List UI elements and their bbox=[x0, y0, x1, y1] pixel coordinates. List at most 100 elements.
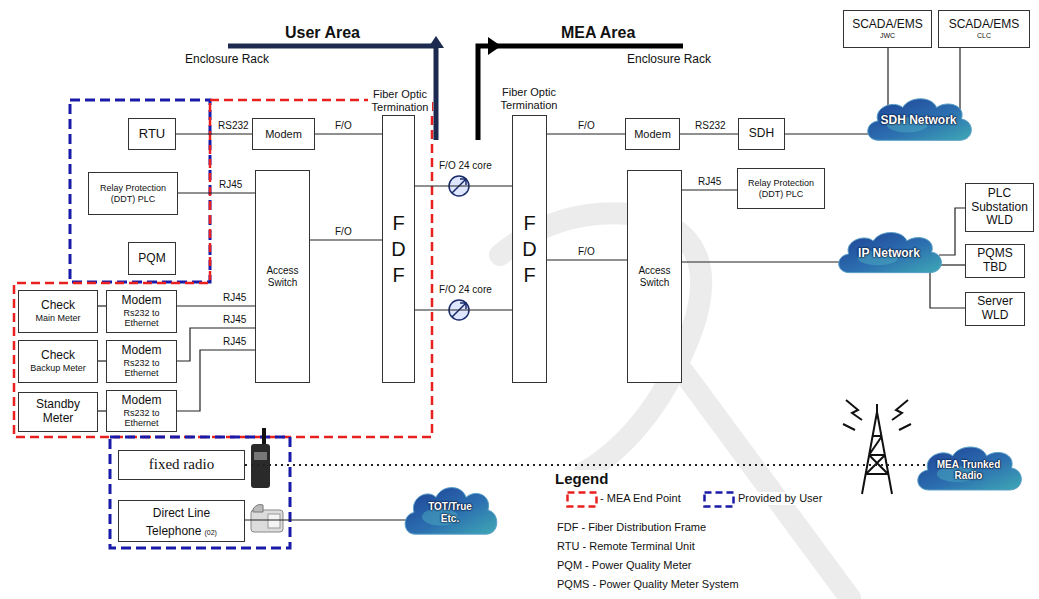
edge-label: F/O 24 core bbox=[438, 160, 493, 172]
phone-icon bbox=[268, 514, 280, 528]
cloud-shape bbox=[839, 233, 942, 273]
connector-line bbox=[939, 264, 965, 265]
node-text: Access Switch bbox=[632, 265, 677, 288]
node-text: Direct Line Telephone bbox=[146, 506, 210, 538]
node-text: Check bbox=[41, 349, 75, 363]
signal-bolt bbox=[843, 400, 911, 430]
switch-box: Access Switch bbox=[255, 170, 310, 383]
connector-line bbox=[177, 305, 255, 306]
node-text: Check bbox=[41, 299, 75, 313]
device-box: Relay Protection (DDT) PLC bbox=[737, 168, 825, 209]
node-text: Modem bbox=[265, 128, 302, 141]
meter-box: Standby Meter bbox=[18, 392, 98, 432]
connector-line bbox=[177, 328, 255, 361]
heading-label: User Area bbox=[285, 24, 360, 42]
connector-line bbox=[680, 133, 738, 134]
system-box: SCADA/EMSJWC bbox=[843, 10, 932, 48]
node-subtext: Main Meter bbox=[35, 313, 80, 323]
mea-endpoint-region bbox=[14, 100, 432, 437]
device-box: RTU bbox=[128, 118, 176, 150]
node-text: Relay Protection (DDT) PLC bbox=[93, 183, 173, 204]
edge-label: RJ45 bbox=[222, 292, 247, 304]
connector-line bbox=[310, 239, 382, 240]
network-cloud: MEA Trunked Radio bbox=[912, 440, 1025, 500]
node-text: fixed radio bbox=[149, 456, 214, 473]
area-arrowhead bbox=[488, 37, 501, 55]
switch-box: Access Switch bbox=[627, 170, 682, 383]
edge-label: F/O bbox=[577, 246, 596, 258]
radio-tower bbox=[862, 404, 892, 494]
connector-line bbox=[98, 360, 106, 361]
cloud-shape bbox=[868, 99, 972, 141]
radio-icon bbox=[251, 444, 270, 488]
legend-swatch bbox=[566, 491, 598, 508]
phone-icon bbox=[251, 510, 283, 532]
legend-swatch bbox=[703, 491, 735, 508]
text-label: Fiber Optic Termination bbox=[497, 86, 561, 111]
legend-text: - MEA End Point bbox=[600, 492, 681, 505]
node-subtext: CLC bbox=[977, 32, 991, 40]
connector-line bbox=[315, 133, 382, 134]
connector-line bbox=[415, 185, 512, 186]
connector-line bbox=[178, 192, 255, 193]
text-label: Enclosure Rack bbox=[185, 53, 269, 67]
system-box: PQMS TBD bbox=[965, 244, 1025, 278]
modem-box: ModemRs232 to Ethernet bbox=[106, 390, 177, 432]
node-text: Access Switch bbox=[260, 265, 305, 288]
connector-line bbox=[547, 133, 625, 134]
connector-line bbox=[98, 305, 106, 306]
connector-line bbox=[682, 189, 737, 190]
radio-icon bbox=[254, 452, 267, 460]
fdf-box: F D F bbox=[512, 115, 547, 383]
system-box: PLC Substation WLD bbox=[965, 183, 1034, 232]
node-text: SDH bbox=[749, 127, 774, 141]
connector-line bbox=[98, 410, 106, 411]
node-text: Modem bbox=[634, 128, 671, 141]
radio-icon bbox=[262, 428, 266, 446]
system-box: Server WLD bbox=[965, 292, 1025, 326]
phone-icon bbox=[253, 505, 263, 513]
text-label: Fiber Optic Termination bbox=[368, 88, 432, 113]
node-text: MEA Trunked Radio bbox=[931, 459, 1006, 482]
system-box: SCADA/EMSCLC bbox=[938, 10, 1030, 48]
meter-box: CheckBackup Meter bbox=[18, 340, 98, 383]
node-text: PQMS TBD bbox=[973, 247, 1017, 275]
node-text: SCADA/EMS bbox=[852, 18, 923, 32]
text-label: Enclosure Rack bbox=[627, 53, 711, 67]
connector-line bbox=[959, 48, 960, 112]
network-cloud: SDH Network bbox=[862, 92, 975, 150]
modem-box: Modem bbox=[252, 118, 315, 150]
user-region bbox=[70, 100, 210, 282]
legend-text: PQM - Power Quality Meter bbox=[557, 559, 691, 572]
sdh-box: SDH bbox=[738, 118, 785, 150]
edge-label: RJ45 bbox=[218, 179, 243, 191]
cloud-shape bbox=[918, 447, 1022, 490]
radio-link bbox=[245, 464, 928, 466]
node-text: SCADA/EMS bbox=[949, 18, 1020, 32]
connector-line bbox=[682, 261, 841, 262]
area-arrowhead bbox=[428, 36, 444, 48]
node-text: Modem bbox=[121, 294, 161, 308]
legend-swatch bbox=[705, 493, 734, 507]
connector-line bbox=[547, 259, 627, 260]
connector-line bbox=[177, 350, 255, 411]
connector-line bbox=[930, 270, 965, 308]
connector-line bbox=[415, 309, 512, 310]
node-subtext: Rs232 to Ethernet bbox=[111, 358, 172, 379]
legend-text: PQMS - Power Quality Meter System bbox=[557, 578, 739, 591]
device-box: PQM bbox=[128, 242, 176, 275]
edge-label: F/O bbox=[577, 120, 596, 132]
modem-box: ModemRs232 to Ethernet bbox=[106, 290, 177, 333]
edge-label: RJ45 bbox=[697, 176, 722, 188]
node-subtext: (02) bbox=[204, 529, 216, 536]
edge-label: RS232 bbox=[217, 120, 250, 132]
connector-line bbox=[176, 133, 252, 134]
fdf-box: F D F bbox=[382, 115, 415, 383]
legend-text: FDF - Fiber Distribution Frame bbox=[557, 521, 706, 534]
device-box: Relay Protection (DDT) PLC bbox=[88, 172, 178, 215]
node-text: PQM bbox=[138, 252, 165, 266]
node-text: Server WLD bbox=[973, 295, 1017, 323]
text-wrap: Direct Line Telephone(02) bbox=[123, 503, 240, 539]
node-subtext: Rs232 to Ethernet bbox=[111, 408, 172, 429]
